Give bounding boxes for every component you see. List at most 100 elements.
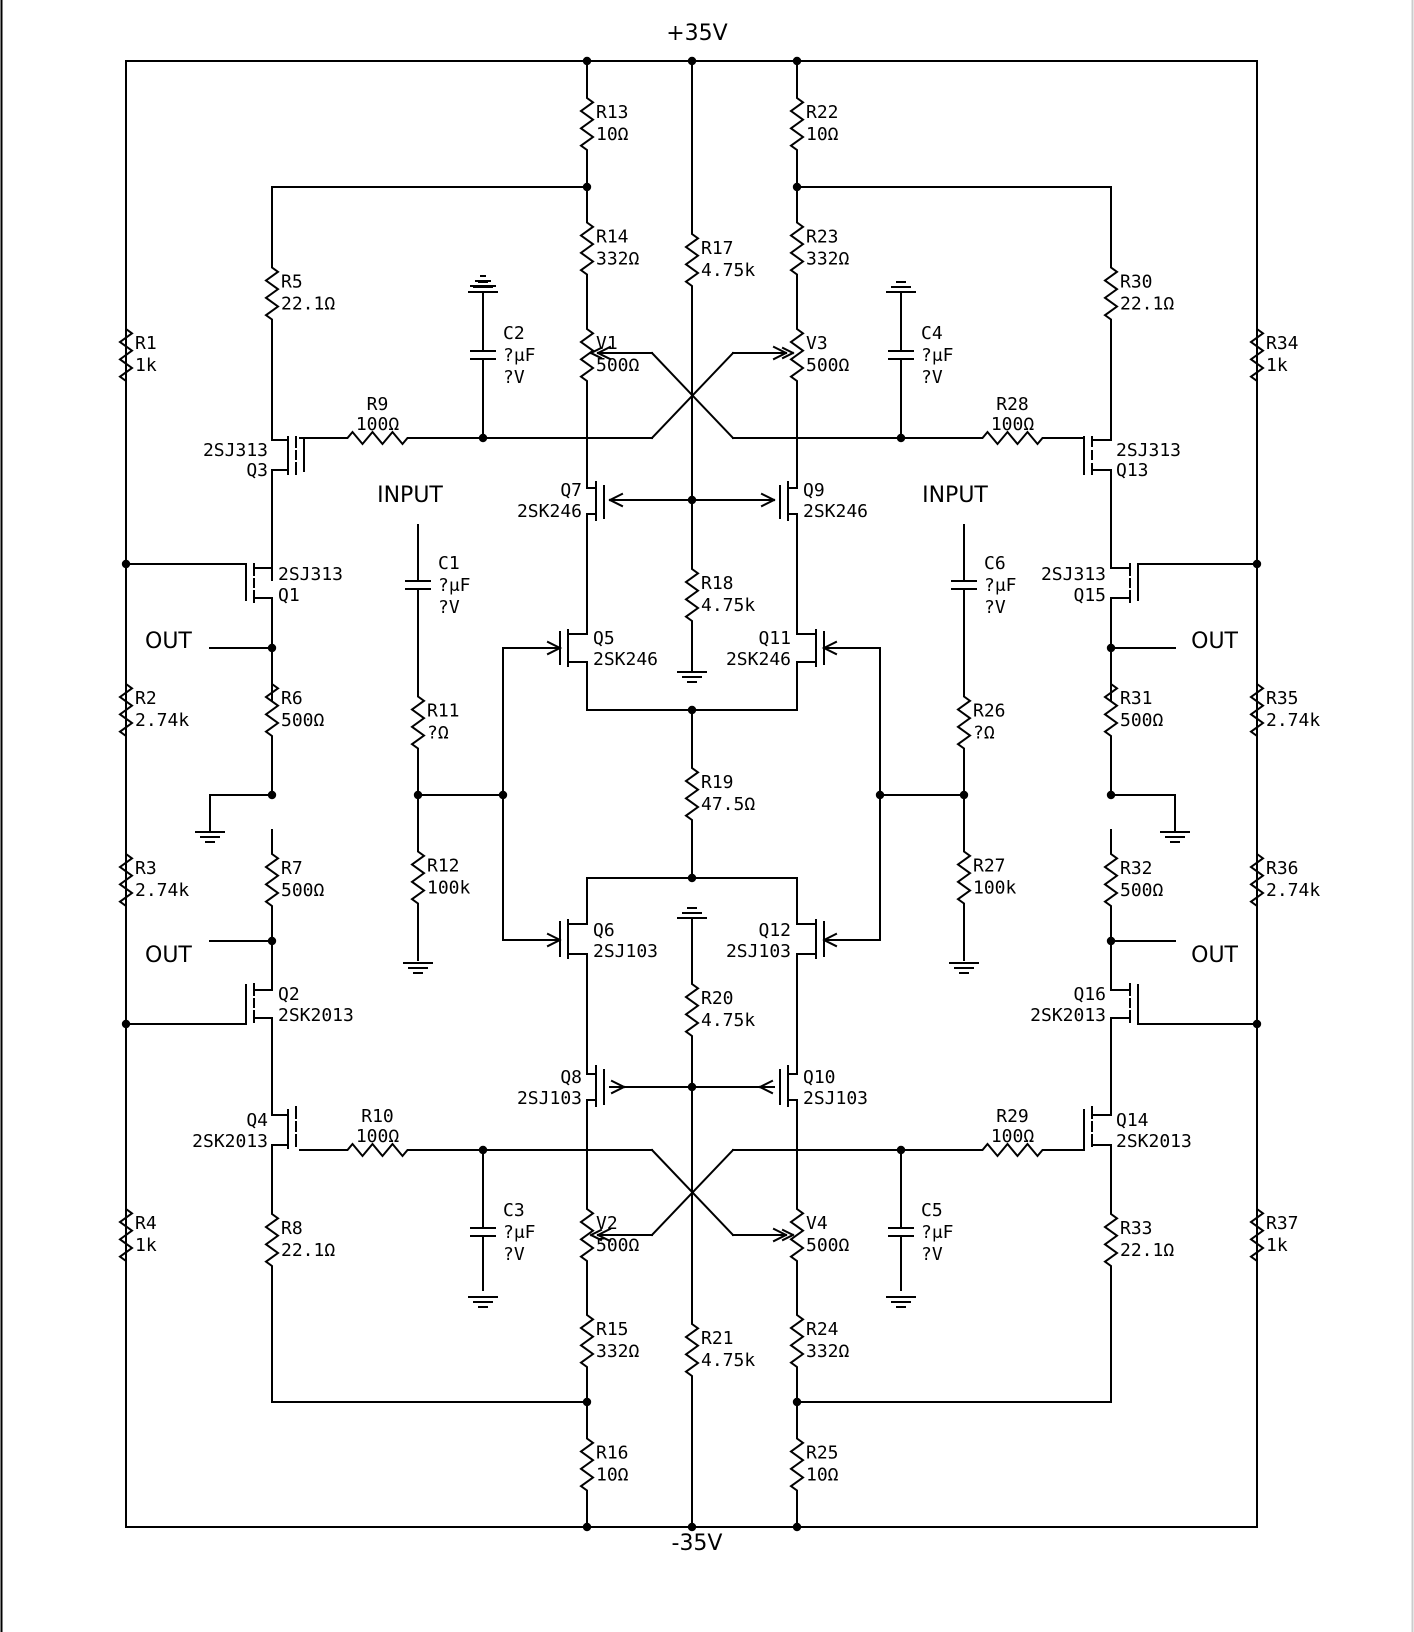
junction-dot xyxy=(121,559,131,569)
resistor-r11-label: R11 xyxy=(427,701,460,722)
resistor-r15-label: R15 xyxy=(596,1319,629,1340)
transistor-q9-arrow xyxy=(760,492,776,508)
resistor-r11-value: ?Ω xyxy=(427,723,449,744)
resistor-r21-value: 4.75k xyxy=(701,1350,755,1371)
resistor-r1-value: 1k xyxy=(135,355,157,376)
resistor-r29-value: 100Ω xyxy=(991,1126,1035,1147)
transistor-q10-part: 2SJ103 xyxy=(803,1088,868,1109)
resistor-r8-label: R8 xyxy=(281,1218,303,1239)
junction-dot xyxy=(959,790,969,800)
resistor-r33-label: R33 xyxy=(1120,1218,1153,1239)
transistor-q12-label: Q12 xyxy=(758,920,791,941)
junction-dot xyxy=(498,790,508,800)
resistor-r15-value: 332Ω xyxy=(596,1341,640,1362)
resistor-r24 xyxy=(789,1279,805,1403)
resistor-r15 xyxy=(579,1279,595,1403)
capacitor-c5 xyxy=(888,1209,914,1291)
capacitor-c6 xyxy=(951,524,977,651)
junction-dot xyxy=(1252,559,1262,569)
resistor-r22-label: R22 xyxy=(806,102,839,123)
junction-dot xyxy=(267,643,277,653)
transistor-q9-label: Q9 xyxy=(803,480,825,501)
input-label-left: INPUT xyxy=(377,483,443,508)
transistor-q8-label: Q8 xyxy=(560,1067,582,1088)
transistor-q3-part: 2SJ313 xyxy=(203,440,268,461)
junction-dot xyxy=(121,1019,131,1029)
resistor-r28 xyxy=(979,430,1046,446)
resistor-r19-label: R19 xyxy=(701,772,734,793)
resistor-r37-value: 1k xyxy=(1266,1235,1288,1256)
junction-dot xyxy=(582,56,592,66)
capacitor-c3-value: ?μF xyxy=(503,1222,536,1243)
resistor-r9-label: R9 xyxy=(367,394,389,415)
junction-dot xyxy=(478,1145,488,1155)
potentiometer-v1 xyxy=(579,309,595,401)
resistor-r6-value: 500Ω xyxy=(281,710,325,731)
resistor-r28-label: R28 xyxy=(996,394,1029,415)
resistor-r16-label: R16 xyxy=(596,1443,629,1464)
resistor-r5-label: R5 xyxy=(281,272,303,293)
resistor-r3-value: 2.74k xyxy=(135,880,189,901)
ground-icon xyxy=(468,1296,498,1308)
resistor-r28-value: 100Ω xyxy=(991,414,1035,435)
ground-icon xyxy=(470,275,496,287)
capacitor-c3-label: C3 xyxy=(503,1200,525,1221)
ground-icon xyxy=(195,831,225,843)
resistor-r14-label: R14 xyxy=(596,227,629,248)
junction-dot xyxy=(267,936,277,946)
junction-dot xyxy=(687,495,697,505)
junction-dot xyxy=(413,790,423,800)
resistor-r22 xyxy=(789,60,805,188)
potentiometer-v1-value: 500Ω xyxy=(596,355,640,376)
ground-icon xyxy=(677,671,707,683)
potentiometer-v3 xyxy=(789,309,805,401)
resistor-r7-value: 500Ω xyxy=(281,880,325,901)
ground-icon xyxy=(403,962,433,974)
capacitor-c3 xyxy=(470,1209,496,1291)
junction-dot xyxy=(1106,643,1116,653)
resistor-r37 xyxy=(1249,1179,1265,1291)
transistor-q15-part: 2SJ313 xyxy=(1041,564,1106,585)
resistor-r1-label: R1 xyxy=(135,333,157,354)
potentiometer-v2-label: V2 xyxy=(596,1213,618,1234)
transistor-q11-part: 2SK246 xyxy=(726,649,791,670)
transistor-q9-part: 2SK246 xyxy=(803,501,868,522)
capacitor-c2-value: ?μF xyxy=(503,345,536,366)
potentiometer-v2 xyxy=(579,1189,595,1281)
resistor-r6-label: R6 xyxy=(281,688,303,709)
resistor-r9-value: 100Ω xyxy=(356,414,400,435)
resistor-r26-value: ?Ω xyxy=(973,723,995,744)
resistor-r36 xyxy=(1249,829,1265,931)
transistor-q1-part: 2SJ313 xyxy=(278,564,343,585)
resistor-r1 xyxy=(118,299,134,411)
resistor-r22-value: 10Ω xyxy=(806,124,839,145)
resistor-r35-label: R35 xyxy=(1266,688,1299,709)
junction-dot xyxy=(896,1145,906,1155)
capacitor-c4-value: ?μF xyxy=(921,345,954,366)
transistor-q8-arrow xyxy=(610,1079,626,1095)
capacitor-c2-voltage: ?V xyxy=(503,367,525,388)
resistor-r18 xyxy=(684,539,700,651)
transistor-q4-label: Q4 xyxy=(246,1110,268,1131)
resistor-r23-label: R23 xyxy=(806,227,839,248)
resistor-r37-label: R37 xyxy=(1266,1213,1299,1234)
junction-dot xyxy=(875,790,885,800)
transistor-q7-arrow xyxy=(608,492,624,508)
transistor-q4-part: 2SK2013 xyxy=(192,1131,268,1152)
v1-arrow xyxy=(596,345,612,361)
resistor-r14-value: 332Ω xyxy=(596,249,640,270)
ground-icon xyxy=(949,962,979,974)
resistor-r13-value: 10Ω xyxy=(596,124,629,145)
capacitor-c4-voltage: ?V xyxy=(921,367,943,388)
resistor-r4 xyxy=(118,1179,134,1291)
junction-dot xyxy=(792,1397,802,1407)
resistor-r17-label: R17 xyxy=(701,238,734,259)
potentiometer-v4-wiper xyxy=(781,1228,795,1242)
resistor-r35 xyxy=(1249,659,1265,761)
resistor-r12-value: 100k xyxy=(427,878,471,899)
junction-dot xyxy=(687,56,697,66)
junction-dot xyxy=(478,433,488,443)
ground-icon xyxy=(886,281,916,293)
junction-dot xyxy=(896,433,906,443)
resistor-r7 xyxy=(264,829,280,931)
